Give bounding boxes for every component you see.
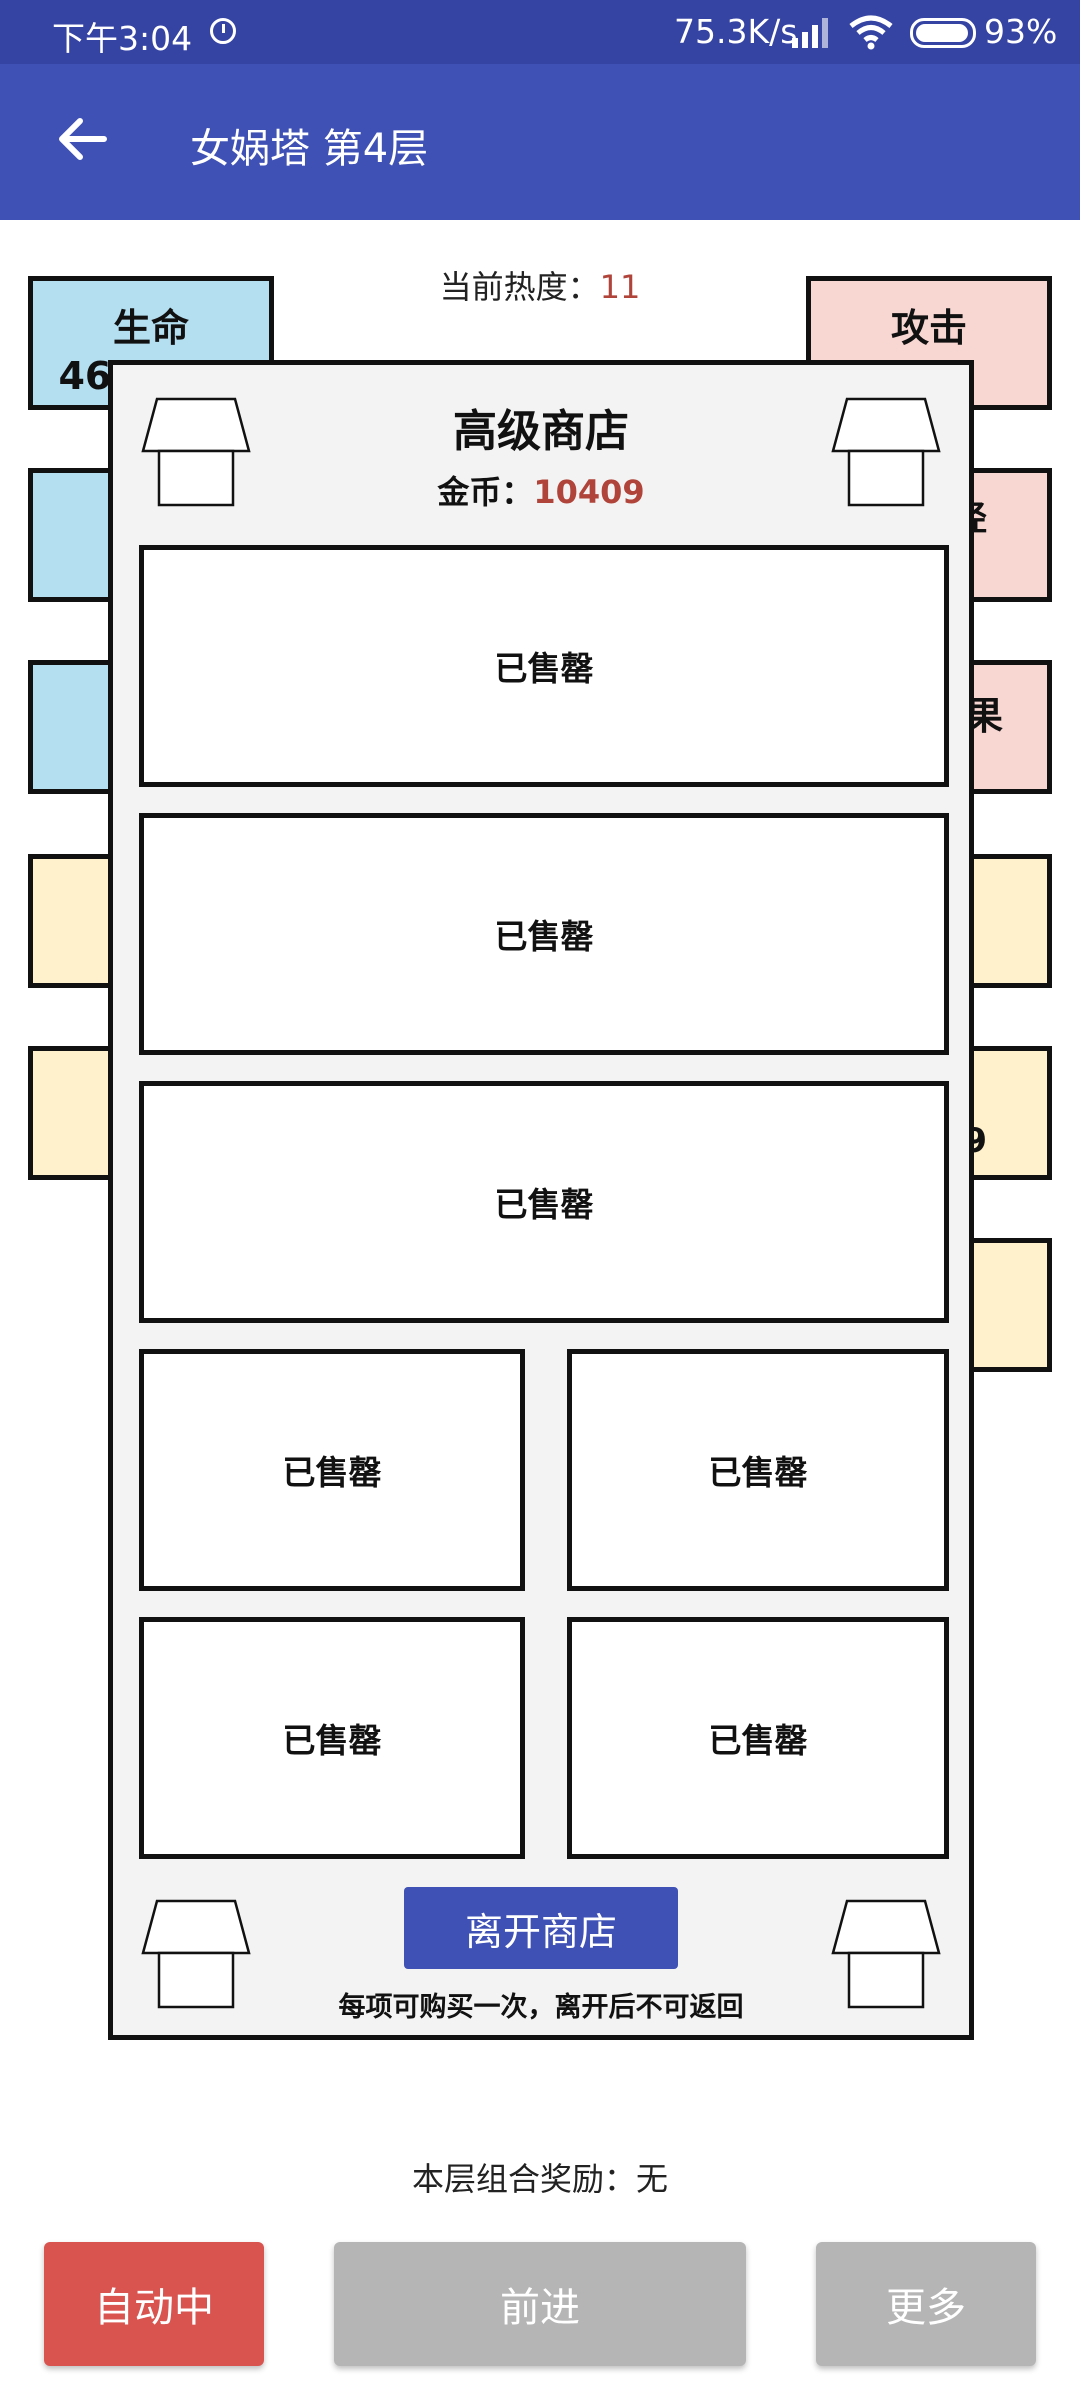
auto-button[interactable]: 自动中 [44, 2242, 264, 2366]
combo-bonus: 本层组合奖励：无 [411, 2160, 668, 2198]
app-bar: 女娲塔 第4层 [0, 64, 1080, 220]
page-title: 女娲塔 第4层 [190, 126, 429, 172]
back-arrow-icon[interactable] [52, 114, 112, 164]
shop-item-slot[interactable]: 已售罄 [139, 545, 949, 787]
sold-out-label: 已售罄 [494, 917, 594, 956]
shop-item-slot[interactable]: 已售罄 [139, 1349, 525, 1591]
shop-dialog: 高级商店 金币：10409 已售罄 已售罄 已售罄 已售罄 已售罄 已售罄 已售… [108, 360, 974, 2040]
sold-out-label: 已售罄 [282, 1721, 382, 1760]
house-icon [141, 1899, 251, 2009]
house-icon [831, 1899, 941, 2009]
shop-note: 每项可购买一次，离开后不可返回 [338, 1992, 744, 2023]
stat-label: 攻击 [890, 306, 967, 350]
sold-out-label: 已售罄 [494, 649, 594, 688]
stat-label: 生命 [112, 306, 189, 350]
shop-item-slot[interactable]: 已售罄 [567, 1349, 949, 1591]
sold-out-label: 已售罄 [494, 1185, 594, 1224]
house-icon [831, 397, 941, 507]
leave-shop-button[interactable]: 离开商店 [404, 1887, 678, 1969]
status-bar: 下午3:04 75.3K/s 93% [0, 0, 1080, 64]
heat-label: 当前热度： [439, 268, 600, 306]
status-net-speed: 75.3K/s [674, 12, 798, 51]
shop-item-slot[interactable]: 已售罄 [567, 1617, 949, 1859]
gold-display: 金币：10409 [113, 467, 969, 513]
shop-item-slot[interactable]: 已售罄 [139, 813, 949, 1055]
status-time: 下午3:04 [52, 19, 193, 58]
sold-out-label: 已售罄 [282, 1453, 382, 1492]
heat-indicator: 当前热度：11 [0, 262, 1080, 308]
more-button[interactable]: 更多 [816, 2242, 1036, 2366]
shop-item-slot[interactable]: 已售罄 [139, 1617, 525, 1859]
timer-icon [210, 18, 236, 44]
house-icon [141, 397, 251, 507]
gold-label: 金币： [437, 473, 534, 511]
status-battery: 93% [984, 12, 1058, 51]
heat-value: 11 [599, 268, 641, 306]
gold-value: 10409 [533, 473, 645, 511]
sold-out-label: 已售罄 [708, 1721, 808, 1760]
battery-icon [910, 18, 976, 48]
signal-icon [792, 18, 828, 48]
shop-title: 高级商店 [453, 406, 629, 457]
shop-item-slot[interactable]: 已售罄 [139, 1081, 949, 1323]
forward-button[interactable]: 前进 [334, 2242, 746, 2366]
wifi-icon [849, 15, 893, 50]
sold-out-label: 已售罄 [708, 1453, 808, 1492]
